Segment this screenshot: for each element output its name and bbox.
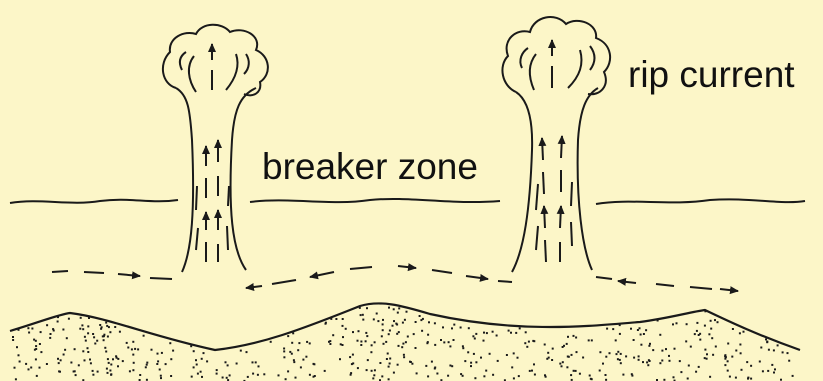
rip-current-left <box>161 23 269 273</box>
rip-current-right <box>501 16 612 273</box>
rip-current-label: rip current <box>628 54 795 95</box>
beach-sand <box>9 302 801 381</box>
feeder-current <box>51 263 739 295</box>
breaker-line <box>9 197 806 205</box>
breaker-zone-label: breaker zone <box>262 146 478 187</box>
